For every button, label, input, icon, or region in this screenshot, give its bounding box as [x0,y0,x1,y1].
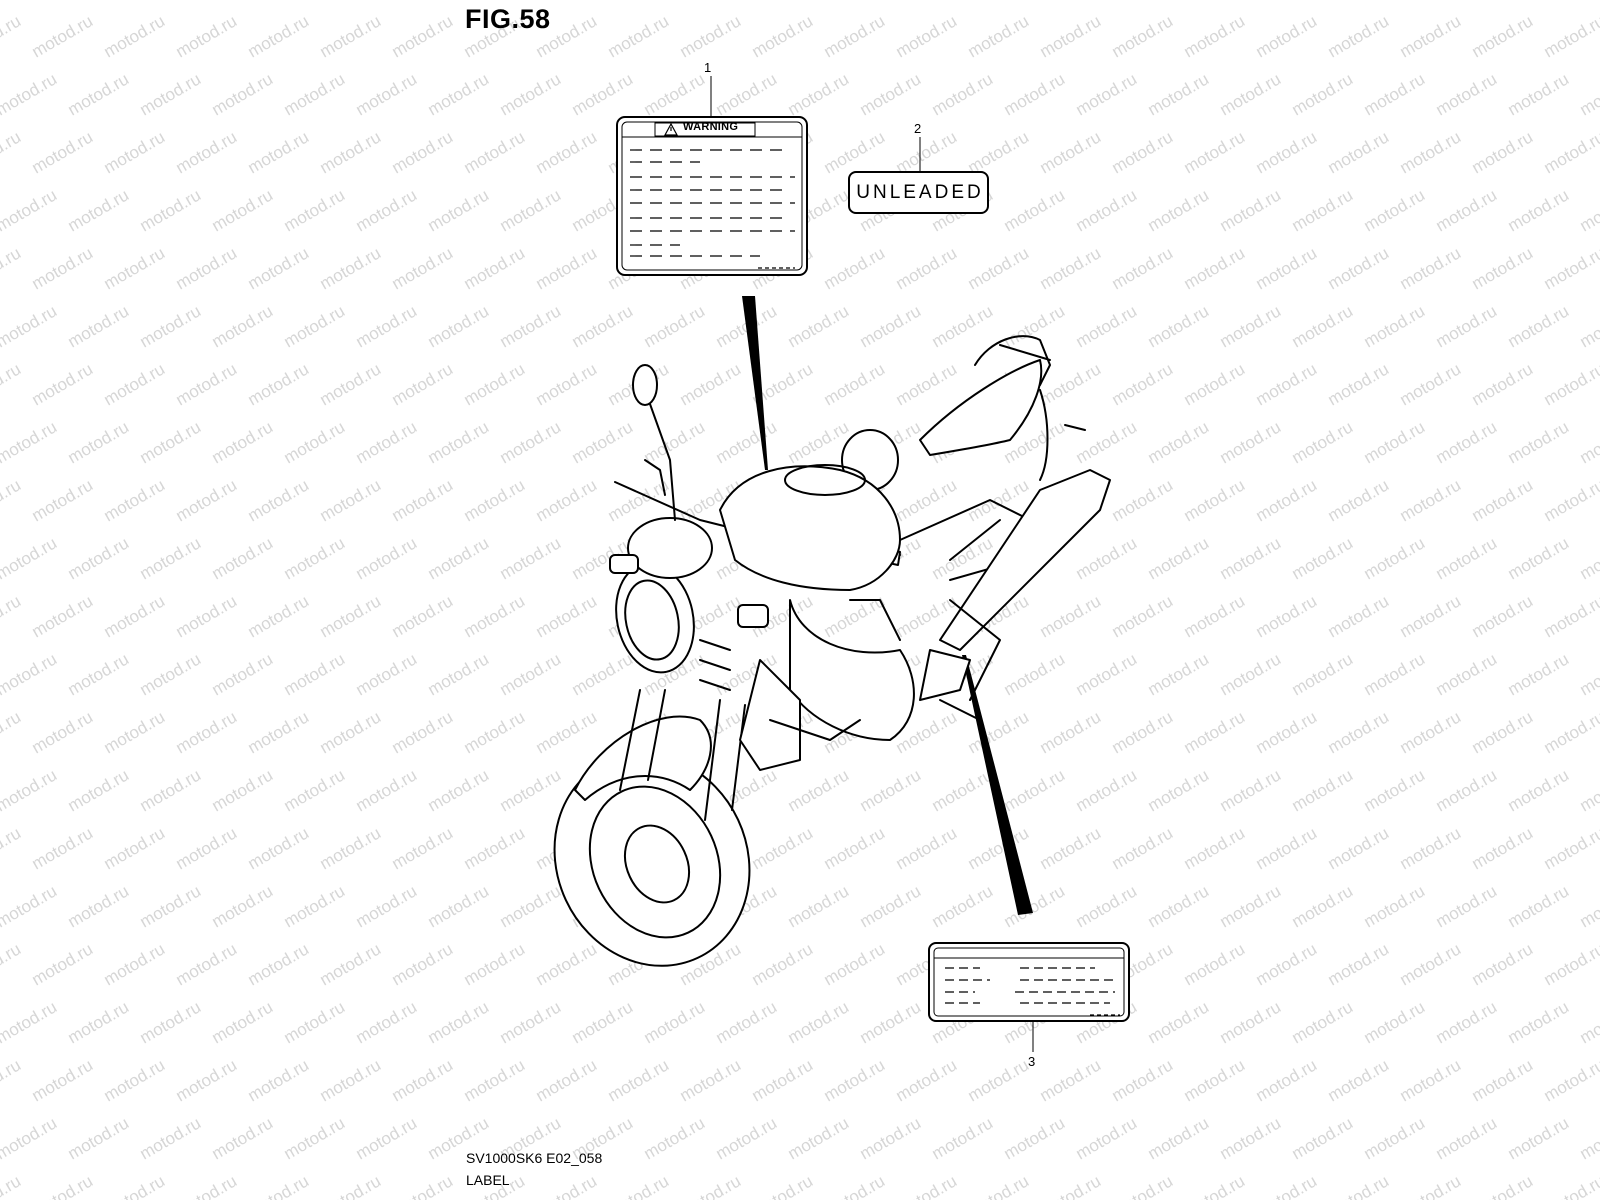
callout-3: 3 [1028,1054,1036,1069]
info-label-part [928,942,1130,1052]
diagram-code: SV1000SK6 E02_058 [466,1150,603,1166]
warning-header-text: WARNING [683,121,739,133]
motorcycle-outline [553,335,1111,967]
warning-triangle-icon [663,122,679,136]
figure-title: FIG.58 [465,4,551,34]
unleaded-text: UNLEADED [856,182,984,203]
callout-1: 1 [704,60,712,75]
pointer-label-1 [742,296,768,470]
callout-2: 2 [914,121,922,136]
unleaded-label-part [848,137,989,214]
diagram-name: LABEL [466,1172,510,1188]
warning-label-part [616,76,808,276]
